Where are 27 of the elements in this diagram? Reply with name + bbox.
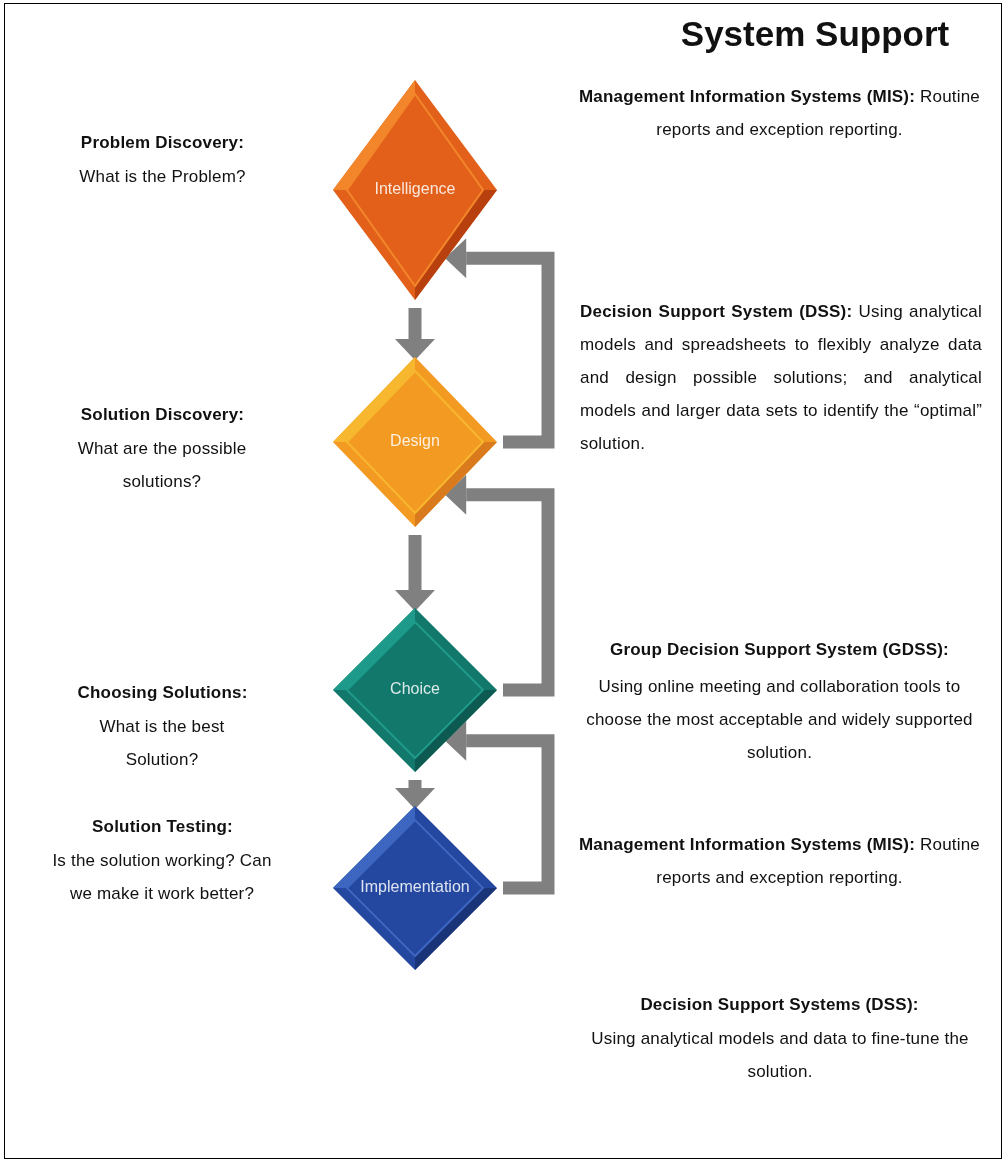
diamond-label: Implementation	[359, 878, 471, 896]
system-description: Management Information Systems (MIS): Routine reports and exception reporting.	[577, 834, 981, 889]
step-question: What is the Problem?	[78, 166, 247, 188]
decision-diamond	[333, 357, 497, 527]
system-description: Using analytical models and data to fine-tune the solution.	[590, 1028, 970, 1083]
system-description: Decision Support System (DSS): Using analytical models and spreadsheets to flexibly analyze data and design possible solutions; and analytical models and larger data sets to identify the “optimal” solution.	[580, 301, 982, 455]
system-heading: Group Decision Support System (GDSS):	[609, 639, 950, 661]
step-question: What are the possible solutions?	[76, 438, 248, 493]
flow-arrow	[395, 308, 435, 361]
diamond-label: Choice	[389, 680, 441, 698]
diamond-label: Intelligence	[373, 180, 457, 198]
step-question: Is the solution working? Can we make it work better?	[52, 850, 272, 905]
step-heading: Choosing Solutions:	[76, 682, 249, 704]
system-heading: Decision Support Systems (DSS):	[639, 994, 920, 1016]
step-heading: Problem Discovery:	[79, 132, 246, 154]
flow-arrow	[395, 535, 435, 612]
system-description: Using online meeting and collaboration tools to choose the most acceptable and widely supported solution.	[585, 676, 974, 764]
diamond-label: Design	[389, 432, 441, 450]
step-question: What is the best Solution?	[98, 716, 226, 771]
step-heading: Solution Discovery:	[79, 404, 246, 426]
title: System Support	[679, 14, 951, 54]
step-heading: Solution Testing:	[91, 816, 234, 838]
system-description: Management Information Systems (MIS): Routine reports and exception reporting.	[577, 86, 981, 141]
decision-diamond	[333, 80, 497, 300]
decision-diamond	[333, 806, 497, 970]
flow-arrow	[395, 780, 435, 810]
decision-diamond	[333, 608, 497, 772]
